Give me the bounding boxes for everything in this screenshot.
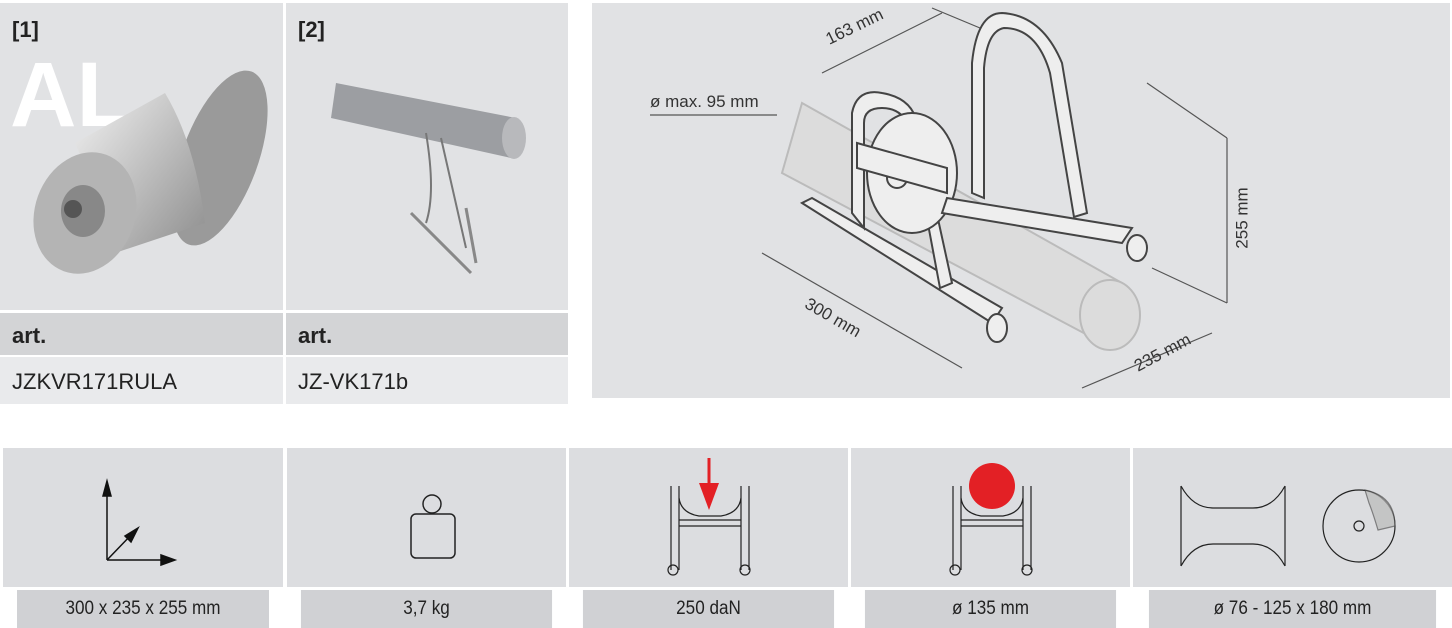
product-tag: [1] [12,17,39,42]
dim-max-diameter: ø max. 95 mm [650,92,759,111]
cable-diameter-icon [949,463,1033,576]
spec-label-cable-diameter: ø 135 mm [864,590,1117,628]
spec-label-dimensions: 300 x 235 x 255 mm [17,590,269,628]
art-header-2: art. [286,313,568,355]
load-arrow-icon [667,458,751,576]
product-image-cell-1: AL [1] [0,3,283,310]
spec-cell-load [569,448,848,587]
spec-cell-roller-profile [1133,448,1452,587]
art-header-1: art. [0,313,283,355]
dim-height: 255 mm [1232,187,1252,249]
weight-icon [410,494,456,559]
aluminium-roller-image [33,70,268,274]
dimensions-axes-icon [102,478,178,567]
spec-label-roller-profile: ø 76 - 125 x 180 mm [1148,590,1437,628]
spec-cell-dimensions [3,448,283,587]
roller-drawing [650,7,1228,389]
product-image-cell-2: [2] [286,3,568,310]
technical-drawing: 163 mm ø max. 95 mm 255 mm 300 mm 235 mm [592,3,1450,398]
spec-label-load: 250 daN [582,590,835,628]
spec-label-weight: 3,7 kg [300,590,553,628]
roller-profile-icon [1180,485,1396,567]
pin-with-chains-image [331,83,526,275]
spec-cell-cable-diameter [851,448,1130,587]
article-code-1: JZKVR171RULA [0,357,283,404]
article-code-2: JZ-VK171b [286,357,568,404]
spec-cell-weight [287,448,566,587]
product-tag: [2] [298,17,325,42]
